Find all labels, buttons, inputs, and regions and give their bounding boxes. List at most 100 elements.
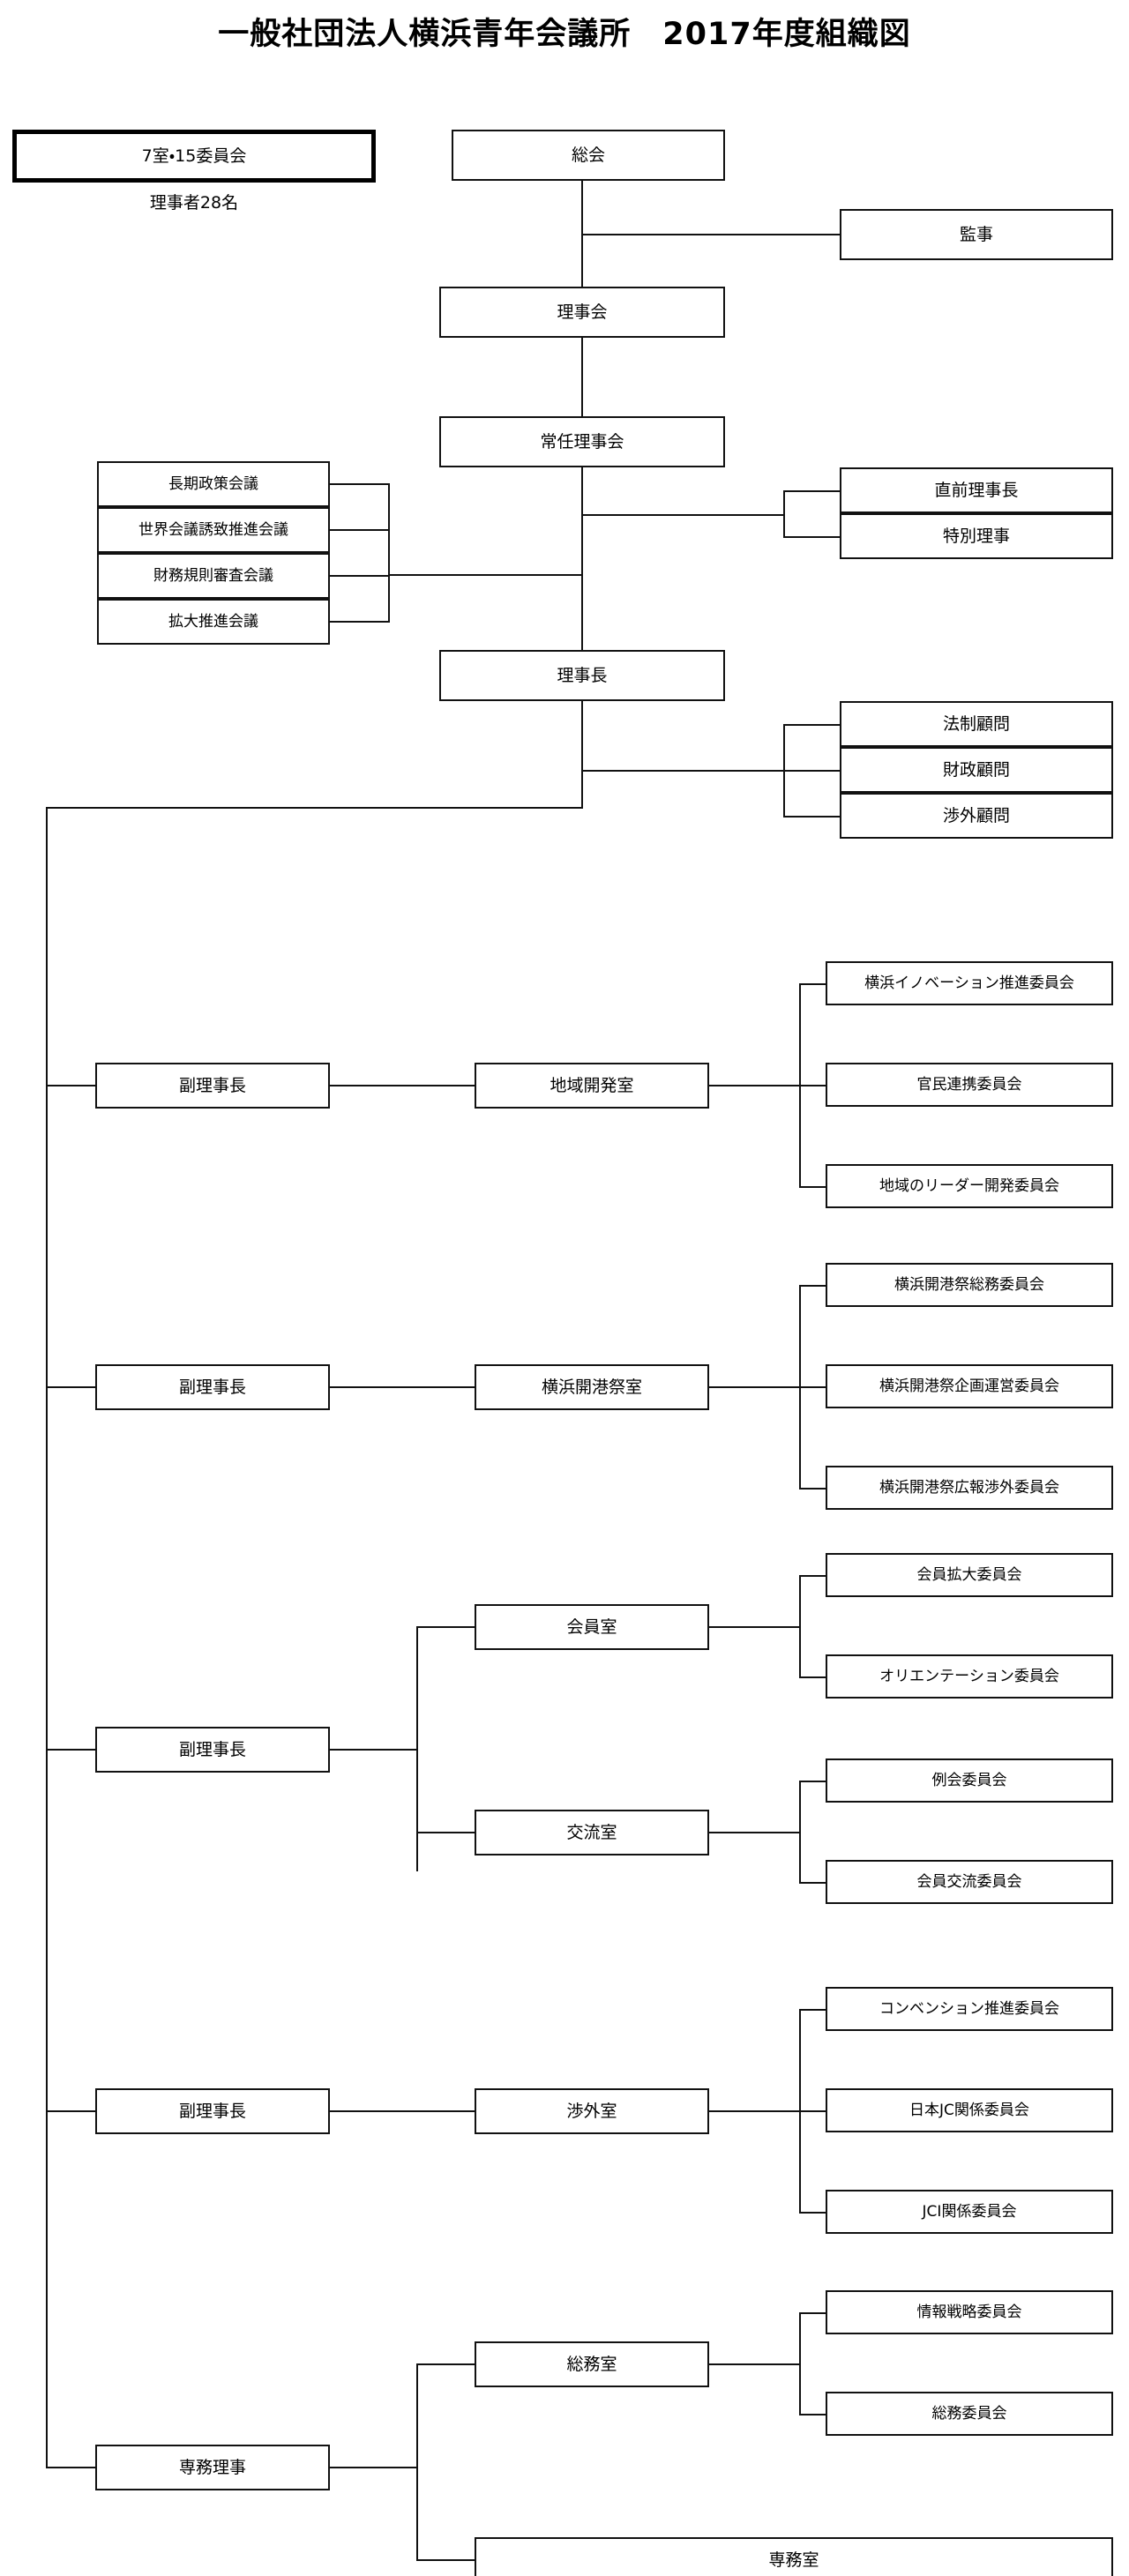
- branch-officer-label-1: 副理事長: [178, 1377, 246, 1397]
- connector-room-2-0-in: [416, 1626, 476, 1628]
- connector-president-down: [581, 701, 583, 809]
- branch-officer-label-2: 副理事長: [178, 1739, 246, 1759]
- connector-room-0-0-out: [709, 1085, 801, 1086]
- connector-advisor-1: [785, 770, 841, 772]
- connector-committee-2-0-1: [799, 1676, 827, 1678]
- connector-council-1: [330, 529, 390, 531]
- connector-board-to-standing: [581, 338, 583, 416]
- committee-box-3-0-0: コンベンション推進委員会: [826, 1987, 1113, 2031]
- connector-committee-4-0-1: [799, 2414, 827, 2415]
- room-label-2-0: 会員室: [566, 1617, 617, 1637]
- room-box-2-0: 会員室: [475, 1604, 709, 1650]
- committee-label-2-1-1: 会員交流委員会: [916, 1872, 1022, 1891]
- room-box-0-0: 地域開発室: [475, 1063, 709, 1109]
- connector-officer-2-out: [330, 1749, 418, 1751]
- room-box-4-1: 専務室: [475, 2537, 1113, 2576]
- branch-officer-box-1: 副理事長: [95, 1364, 330, 1410]
- room-box-2-1: 交流室: [475, 1810, 709, 1855]
- room-label-4-0: 総務室: [566, 2354, 617, 2374]
- general-meeting-box: 総会: [452, 130, 725, 181]
- connector-room-4-0-spine: [799, 2312, 801, 2414]
- connector-room-2-1-out: [709, 1832, 801, 1833]
- room-box-1-0: 横浜開港祭室: [475, 1364, 709, 1410]
- advisor-box-1: 財政顧問: [840, 747, 1113, 793]
- room-label-3-0: 渉外室: [566, 2101, 617, 2121]
- connector-spine-to-officer-1: [46, 1386, 97, 1388]
- committee-box-4-0-0: 情報戦略委員会: [826, 2290, 1113, 2334]
- summary-rooms-committees-box: 7室・15委員会: [12, 130, 376, 183]
- connector-advisor-0: [785, 724, 841, 726]
- committee-label-2-0-0: 会員拡大委員会: [916, 1565, 1022, 1584]
- committee-box-1-0-2: 横浜開港祭広報渉外委員会: [826, 1466, 1113, 1510]
- connector-committee-1-0-2: [799, 1488, 827, 1490]
- connector-room-4-0-in: [416, 2363, 476, 2365]
- summary-officers-label: 理事者28名: [149, 193, 239, 213]
- advisor-box-0: 法制顧問: [840, 701, 1113, 747]
- committee-label-3-0-0: コンベンション推進委員会: [879, 1999, 1059, 2018]
- committee-box-2-0-0: 会員拡大委員会: [826, 1553, 1113, 1597]
- committee-label-4-0-0: 情報戦略委員会: [916, 2303, 1022, 2321]
- president-box: 理事長: [439, 650, 725, 701]
- council-box-1: 世界会議誘致推進会議: [97, 507, 330, 553]
- committee-label-0-0-0: 横浜イノベーション推進委員会: [864, 974, 1074, 992]
- room-label-4-1: 専務室: [768, 2550, 819, 2570]
- connector-special-officers-to-president: [581, 514, 785, 516]
- connector-room-2-1-spine: [799, 1781, 801, 1882]
- board-of-directors-box: 理事会: [439, 287, 725, 338]
- committee-label-1-0-1: 横浜開港祭企画運営委員会: [879, 1377, 1059, 1395]
- connector-spine-to-officer-4: [46, 2467, 97, 2468]
- committee-label-0-0-1: 官民連携委員会: [916, 1075, 1022, 1094]
- general-meeting-label: 総会: [571, 145, 605, 165]
- auditor-label: 監事: [959, 224, 993, 244]
- connector-standing-to-president: [581, 467, 583, 650]
- connector-officer-1-to-room: [330, 1386, 476, 1388]
- committee-box-1-0-0: 横浜開港祭総務委員会: [826, 1263, 1113, 1307]
- connector-auditor-branch: [581, 234, 841, 235]
- connector-committee-1-0-0: [799, 1285, 827, 1287]
- connector-special-officer-1: [785, 536, 841, 538]
- advisor-label-1: 財政顧問: [942, 759, 1010, 780]
- committee-label-2-0-1: オリエンテーション委員会: [879, 1667, 1059, 1685]
- connector-room-2-1-in: [416, 1832, 476, 1833]
- committee-label-1-0-0: 横浜開港祭総務委員会: [894, 1275, 1044, 1294]
- council-box-2: 財務規則審査会議: [97, 553, 330, 599]
- council-label-3: 拡大推進会議: [168, 612, 258, 631]
- room-label-0-0: 地域開発室: [550, 1075, 634, 1095]
- branch-officer-box-0: 副理事長: [95, 1063, 330, 1109]
- connector-officer-0-to-room: [330, 1085, 476, 1086]
- connector-committee-0-0-2: [799, 1186, 827, 1188]
- council-box-3: 拡大推進会議: [97, 599, 330, 645]
- special-officer-label-1: 特別理事: [942, 526, 1010, 546]
- connector-president-to-main-spine: [46, 807, 583, 809]
- connector-committee-0-0-0: [799, 983, 827, 985]
- president-label: 理事長: [557, 665, 608, 685]
- committee-box-1-0-1: 横浜開港祭企画運営委員会: [826, 1364, 1113, 1408]
- connector-room-3-0-out: [709, 2110, 801, 2112]
- advisor-label-2: 渉外顧問: [942, 805, 1010, 825]
- connector-room-2-0-spine: [799, 1575, 801, 1676]
- connector-special-officer-0: [785, 490, 841, 492]
- committee-label-0-0-2: 地域のリーダー開発委員会: [879, 1176, 1059, 1195]
- connector-council-2: [330, 575, 390, 577]
- connector-spine-to-officer-0: [46, 1085, 97, 1086]
- advisor-box-2: 渉外顧問: [840, 793, 1113, 839]
- connector-advisor-2: [785, 816, 841, 818]
- connector-committee-3-0-0: [799, 2009, 827, 2011]
- committee-box-3-0-2: JCI関係委員会: [826, 2190, 1113, 2234]
- room-box-4-0: 総務室: [475, 2341, 709, 2387]
- connector-officer-3-to-room: [330, 2110, 476, 2112]
- council-label-0: 長期政策会議: [168, 474, 258, 493]
- connector-council-0: [330, 483, 390, 485]
- room-box-3-0: 渉外室: [475, 2088, 709, 2134]
- committee-box-3-0-1: 日本JC関係委員会: [826, 2088, 1113, 2132]
- room-label-1-0: 横浜開港祭室: [541, 1377, 642, 1397]
- connector-committee-3-0-2: [799, 2212, 827, 2214]
- connector-committee-0-0-1: [799, 1085, 827, 1086]
- connector-officer-4-spine: [416, 2363, 418, 2560]
- special-officer-box-1: 特別理事: [840, 513, 1113, 559]
- connector-committee-2-0-0: [799, 1575, 827, 1577]
- committee-box-2-1-0: 例会委員会: [826, 1758, 1113, 1803]
- committee-box-0-0-2: 地域のリーダー開発委員会: [826, 1164, 1113, 1208]
- page-title: 一般社団法人横浜青年会議所 2017年度組織図: [218, 17, 911, 52]
- committee-label-1-0-2: 横浜開港祭広報渉外委員会: [879, 1478, 1059, 1497]
